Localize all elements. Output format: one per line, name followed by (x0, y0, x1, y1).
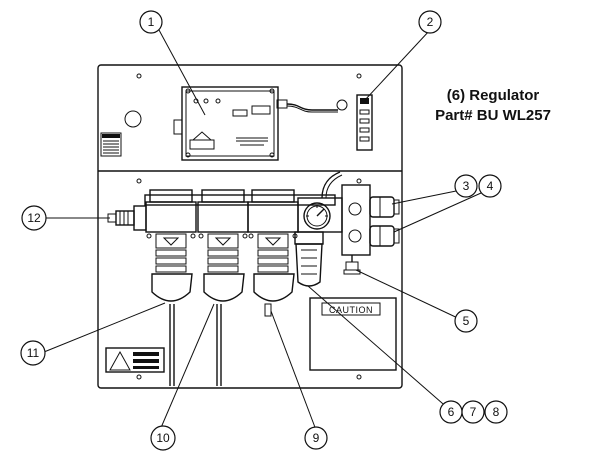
data-label-plate (100, 132, 122, 157)
caution-plate: CAUTION (309, 297, 397, 371)
coupler-block-3-4 (341, 184, 400, 256)
callout-10: 10 (150, 425, 176, 451)
svg-text:9: 9 (313, 431, 320, 445)
filter-unit-10 (197, 189, 249, 386)
callout-6: 6 (439, 400, 463, 424)
svg-text:7: 7 (470, 405, 477, 419)
inlet-fitting (107, 210, 135, 226)
svg-text:1: 1 (148, 15, 155, 29)
callout-7: 7 (461, 400, 485, 424)
svg-text:5: 5 (463, 314, 470, 328)
leader-lines (43, 29, 491, 431)
callout-9: 9 (304, 426, 328, 450)
title-line-1: (6) Regulator (446, 87, 540, 104)
callout-3: 3 (454, 174, 478, 198)
callout-8: 8 (484, 400, 508, 424)
svg-text:3: 3 (463, 179, 470, 193)
callout-12: 12 (21, 205, 47, 231)
gauge-strip (356, 94, 373, 151)
svg-text:12: 12 (27, 211, 41, 225)
svg-text:8: 8 (493, 405, 500, 419)
title-line-2: Part# BU WL257 (435, 107, 551, 124)
callout-5: 5 (454, 309, 478, 333)
svg-text:10: 10 (156, 431, 170, 445)
callout-2: 2 (418, 10, 442, 34)
filter-unit-9 (247, 189, 299, 317)
svg-text:6: 6 (448, 405, 455, 419)
svg-text:11: 11 (27, 346, 40, 360)
caution-label: CAUTION (329, 305, 373, 315)
regulator-6-7-8 (294, 171, 343, 287)
callout-1: 1 (139, 10, 163, 34)
svg-text:2: 2 (427, 15, 434, 29)
control-module (173, 86, 348, 161)
callout-11: 11 (20, 340, 46, 366)
callout-4: 4 (478, 174, 502, 198)
svg-text:4: 4 (487, 179, 494, 193)
filter-unit-11 (145, 189, 197, 386)
back-panel (97, 64, 403, 389)
panel-hole (124, 110, 142, 128)
logo-plate (105, 347, 165, 373)
